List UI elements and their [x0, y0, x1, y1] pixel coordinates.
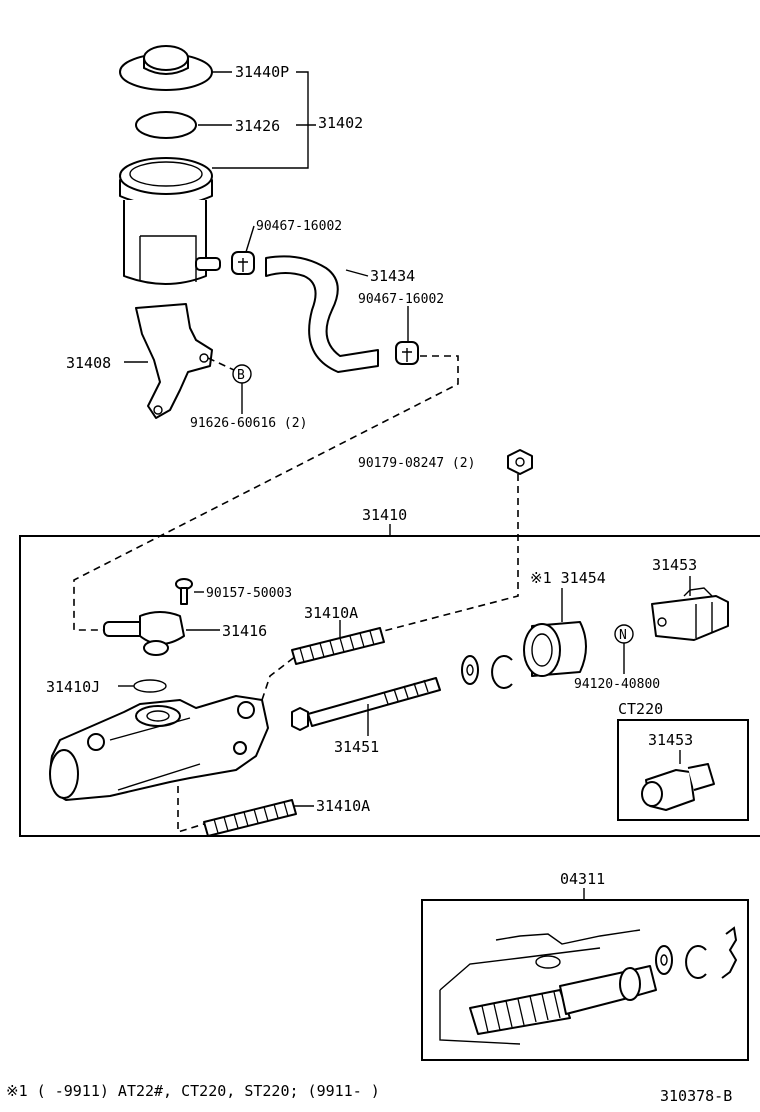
- clevis: [651, 587, 729, 641]
- repair-kit-frame: [421, 899, 749, 1061]
- dashed-connection-nut: [371, 474, 519, 635]
- label-31402: 31402: [318, 114, 363, 132]
- label-31434: 31434: [370, 267, 415, 285]
- label-31453-ct220: 31453: [648, 731, 693, 749]
- hose-clip-upper: [231, 251, 255, 275]
- kit-piston-spring: [469, 989, 571, 1035]
- screw: [175, 578, 193, 605]
- label-90157: 90157-50003: [206, 586, 292, 601]
- diagram-id: 310378-B: [660, 1087, 732, 1105]
- master-cylinder-frame: [19, 535, 760, 837]
- dashed-stud-lower: [177, 786, 205, 834]
- reservoir-tank: [119, 157, 221, 285]
- boot: [523, 621, 587, 677]
- ct220-frame: [617, 719, 749, 821]
- label-90179: 90179-08247 (2): [358, 456, 475, 471]
- label-31408: 31408: [66, 354, 111, 372]
- push-rod: [291, 677, 441, 731]
- footnote: ※1 ( -9911) AT22#, CT220, ST220; (9911- …: [6, 1082, 380, 1100]
- hose: [265, 255, 379, 373]
- o-ring: [133, 679, 167, 693]
- leader: [245, 225, 255, 253]
- label-94120: 94120-40800: [574, 677, 660, 692]
- label-90467-upper: 90467-16002: [256, 219, 342, 234]
- kit-cylinder-outline: [439, 929, 641, 1045]
- dashed-leader: [207, 357, 235, 371]
- master-cylinder-body: [49, 695, 269, 801]
- label-31410: 31410: [362, 506, 407, 524]
- label-04311: 04311: [560, 870, 605, 888]
- label-91626: 91626-60616 (2): [190, 416, 307, 431]
- leader: [345, 269, 369, 277]
- clevis-ct220: [641, 763, 715, 811]
- label-ct220: CT220: [618, 700, 663, 718]
- label-90467-lower: 90467-16002: [358, 292, 444, 307]
- stud-upper: [291, 627, 385, 665]
- label-31453-main: 31453: [652, 556, 697, 574]
- kit-snap-ring: [685, 945, 707, 979]
- nut: [507, 449, 533, 475]
- washer: [461, 655, 479, 685]
- inlet-union: [103, 611, 185, 656]
- label-31416: 31416: [222, 622, 267, 640]
- reservoir-cap: [119, 45, 213, 91]
- label-31454: ※1 31454: [530, 569, 606, 587]
- label-31426: 31426: [235, 117, 280, 135]
- label-31410J: 31410J: [46, 678, 100, 696]
- label-31440P: 31440P: [235, 63, 289, 81]
- reservoir-gasket: [135, 111, 197, 139]
- reservoir-bracket: [135, 303, 213, 419]
- snap-ring: [491, 655, 513, 689]
- kit-piston: [559, 965, 657, 1015]
- label-31410A-upper: 31410A: [304, 604, 358, 622]
- label-31410A-lower: 31410A: [316, 797, 370, 815]
- dashed-stud-upper: [261, 655, 297, 701]
- kit-clip: [721, 926, 738, 979]
- hose-clip-lower: [395, 341, 419, 365]
- kit-washer: [655, 945, 673, 975]
- dashed-connection: [73, 355, 459, 631]
- label-31451: 31451: [334, 738, 379, 756]
- stud-lower: [203, 799, 297, 837]
- leader: [212, 71, 309, 169]
- marker-b-text: B: [237, 368, 245, 383]
- marker-n-text: N: [619, 628, 627, 643]
